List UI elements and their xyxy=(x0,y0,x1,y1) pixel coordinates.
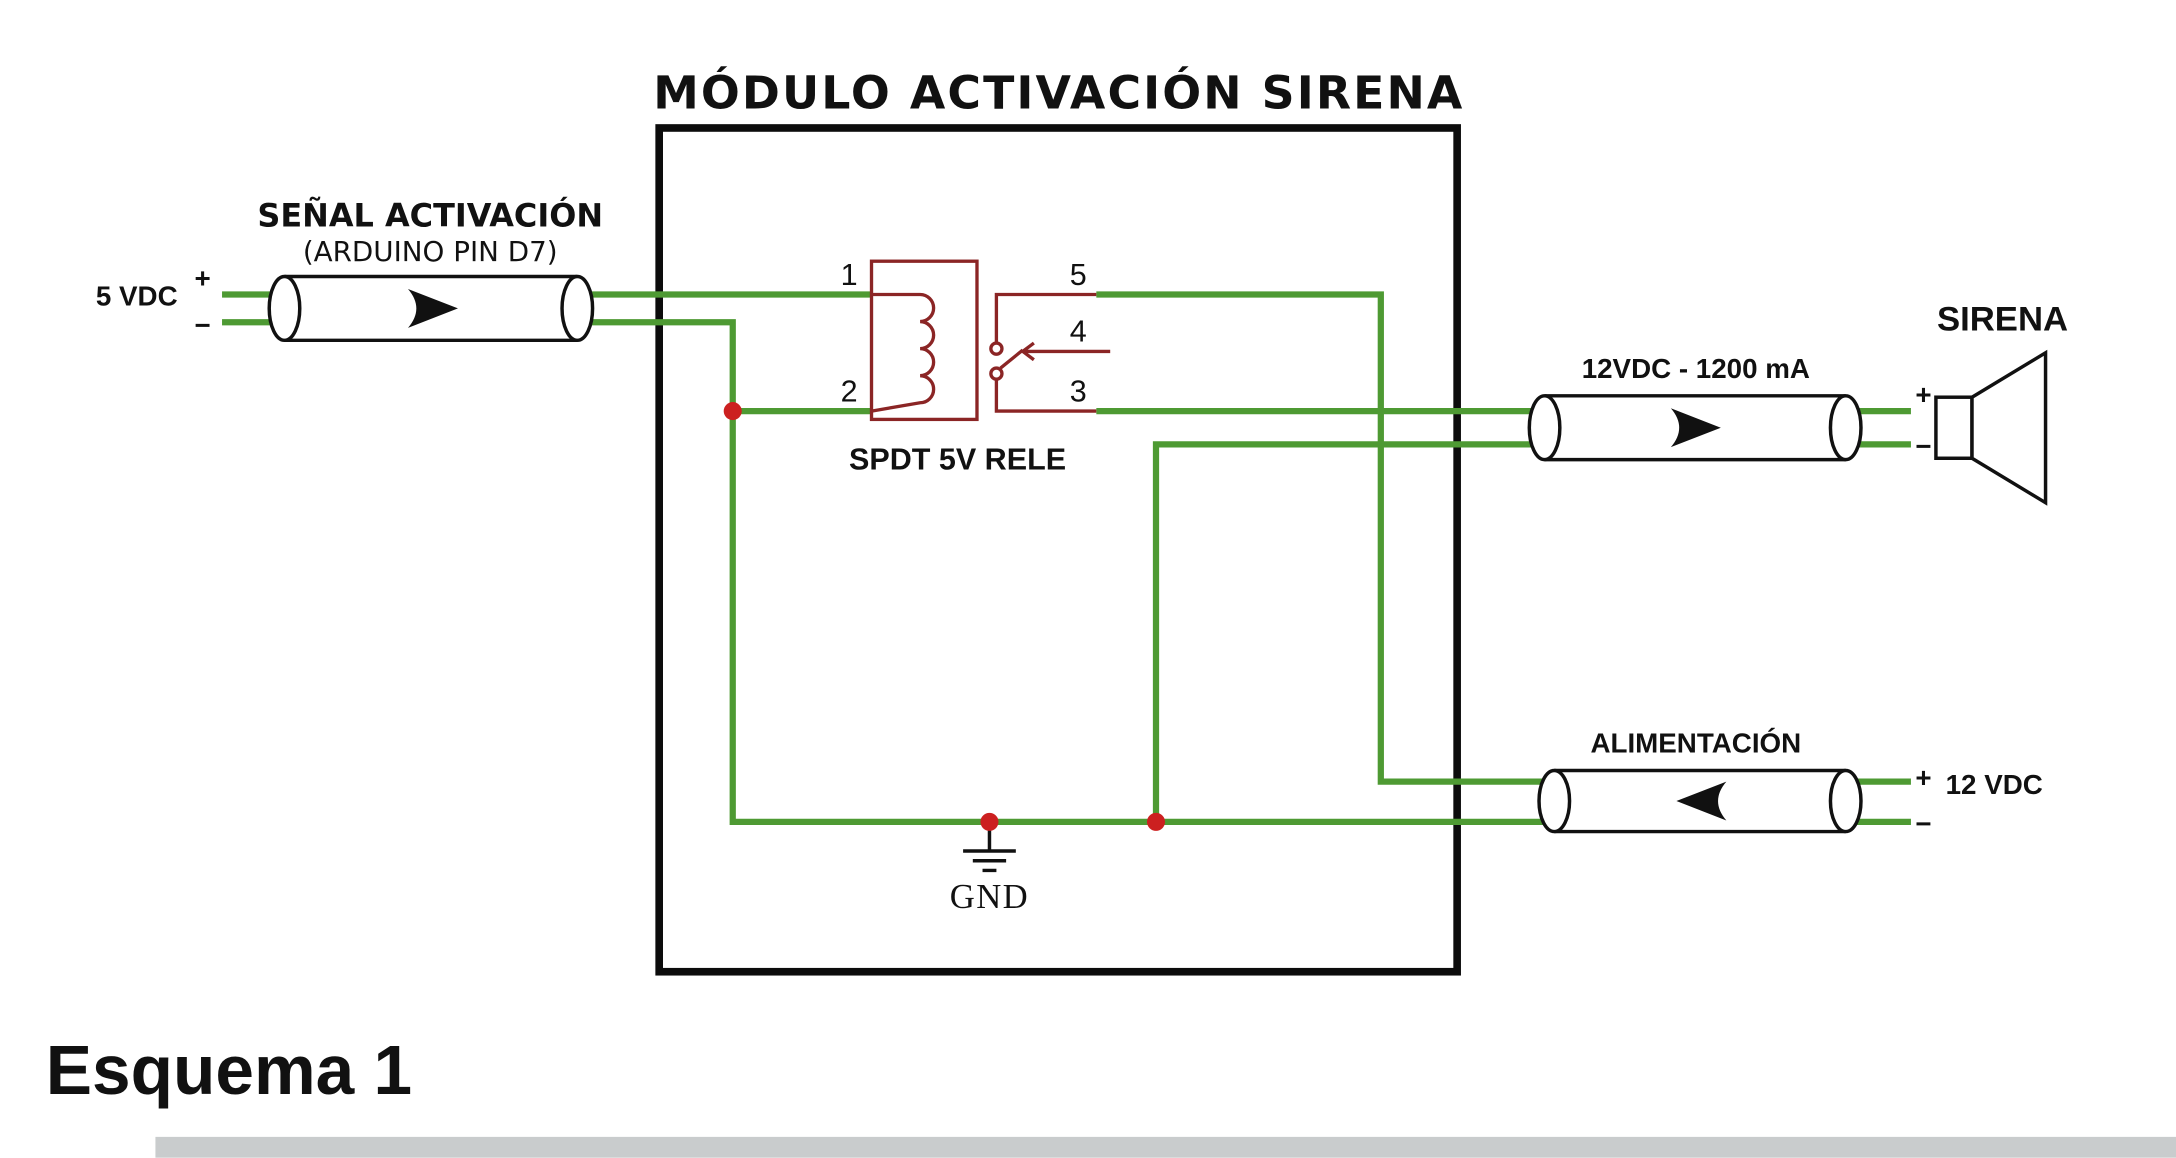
signal-sublabel: (ARDUINO PIN D7) xyxy=(303,235,558,268)
junction-dot xyxy=(980,812,999,831)
flow-arrow-left-icon xyxy=(1676,781,1727,821)
power-voltage-label: 12 VDC xyxy=(1946,769,2043,800)
earth-icon xyxy=(963,849,1016,873)
relay-pin-numbers: 1 2 5 4 3 xyxy=(841,258,1087,409)
power-minus-sign: − xyxy=(1915,808,1931,839)
cable-end-right xyxy=(1828,394,1863,462)
cable-outline xyxy=(1554,768,1846,834)
relay-symbol xyxy=(869,259,1111,422)
relay-contact-bottom xyxy=(989,366,1004,381)
siren-device-label: SIRENA xyxy=(1937,301,2068,339)
signal-label: SEÑAL ACTIVACIÓN xyxy=(257,196,603,235)
speaker-icon xyxy=(1934,349,2048,506)
signal-plus-sign: + xyxy=(195,263,211,294)
signal-voltage-label: 5 VDC xyxy=(96,281,178,312)
pin-label-2: 2 xyxy=(841,374,858,408)
cable-end-right xyxy=(560,274,595,343)
flow-arrow-right-icon xyxy=(408,288,458,328)
wire-siren-minus xyxy=(1152,441,1911,822)
cable-signal xyxy=(267,274,595,343)
relay-common-lead xyxy=(994,292,1097,342)
cable-end-left xyxy=(267,274,302,343)
siren-plus-sign: + xyxy=(1915,379,1931,410)
cable-end-left xyxy=(1527,394,1562,462)
pin-label-4: 4 xyxy=(1070,315,1087,349)
signal-minus-sign: − xyxy=(195,310,211,341)
relay-pin4-lead xyxy=(1020,341,1111,362)
pin-label-1: 1 xyxy=(841,258,858,292)
relay-no-lead xyxy=(994,380,1097,413)
relay-label: SPDT 5V RELE xyxy=(849,442,1066,476)
relay-coil-icon xyxy=(871,292,936,413)
power-label: ALIMENTACIÓN xyxy=(1590,727,1801,758)
junction-dots xyxy=(723,402,1166,831)
bottom-edge-bar xyxy=(155,1136,2176,1158)
cable-siren xyxy=(1527,394,1863,462)
cable-power xyxy=(1537,768,1863,834)
cable-outline xyxy=(1544,394,1846,462)
cable-outline xyxy=(284,274,578,343)
pin-label-5: 5 xyxy=(1070,258,1087,292)
ground-label: GND xyxy=(950,877,1029,916)
speaker-body xyxy=(1934,395,1974,461)
cable-end-left xyxy=(1537,768,1572,834)
siren-minus-sign: − xyxy=(1915,430,1931,461)
flow-arrow-right-icon xyxy=(1670,408,1721,448)
relay-switch-arm xyxy=(999,348,1024,370)
cable-end-right xyxy=(1828,768,1863,834)
power-plus-sign: + xyxy=(1915,762,1931,793)
siren-cable-label: 12VDC - 1200 mA xyxy=(1582,353,1810,384)
junction-dot xyxy=(1146,812,1166,831)
signal-labels: SEÑAL ACTIVACIÓN (ARDUINO PIN D7) xyxy=(257,196,603,269)
diagram-title: MÓDULO ACTIVACIÓN SIRENA xyxy=(653,66,1464,120)
speaker-horn xyxy=(1970,349,2048,506)
module-box xyxy=(655,124,1461,976)
relay-coil-box xyxy=(869,259,979,422)
caption: Esquema 1 xyxy=(46,1031,412,1109)
relay-contact-top xyxy=(989,341,1004,356)
pin-label-3: 3 xyxy=(1070,374,1087,408)
junction-dot xyxy=(723,402,742,421)
